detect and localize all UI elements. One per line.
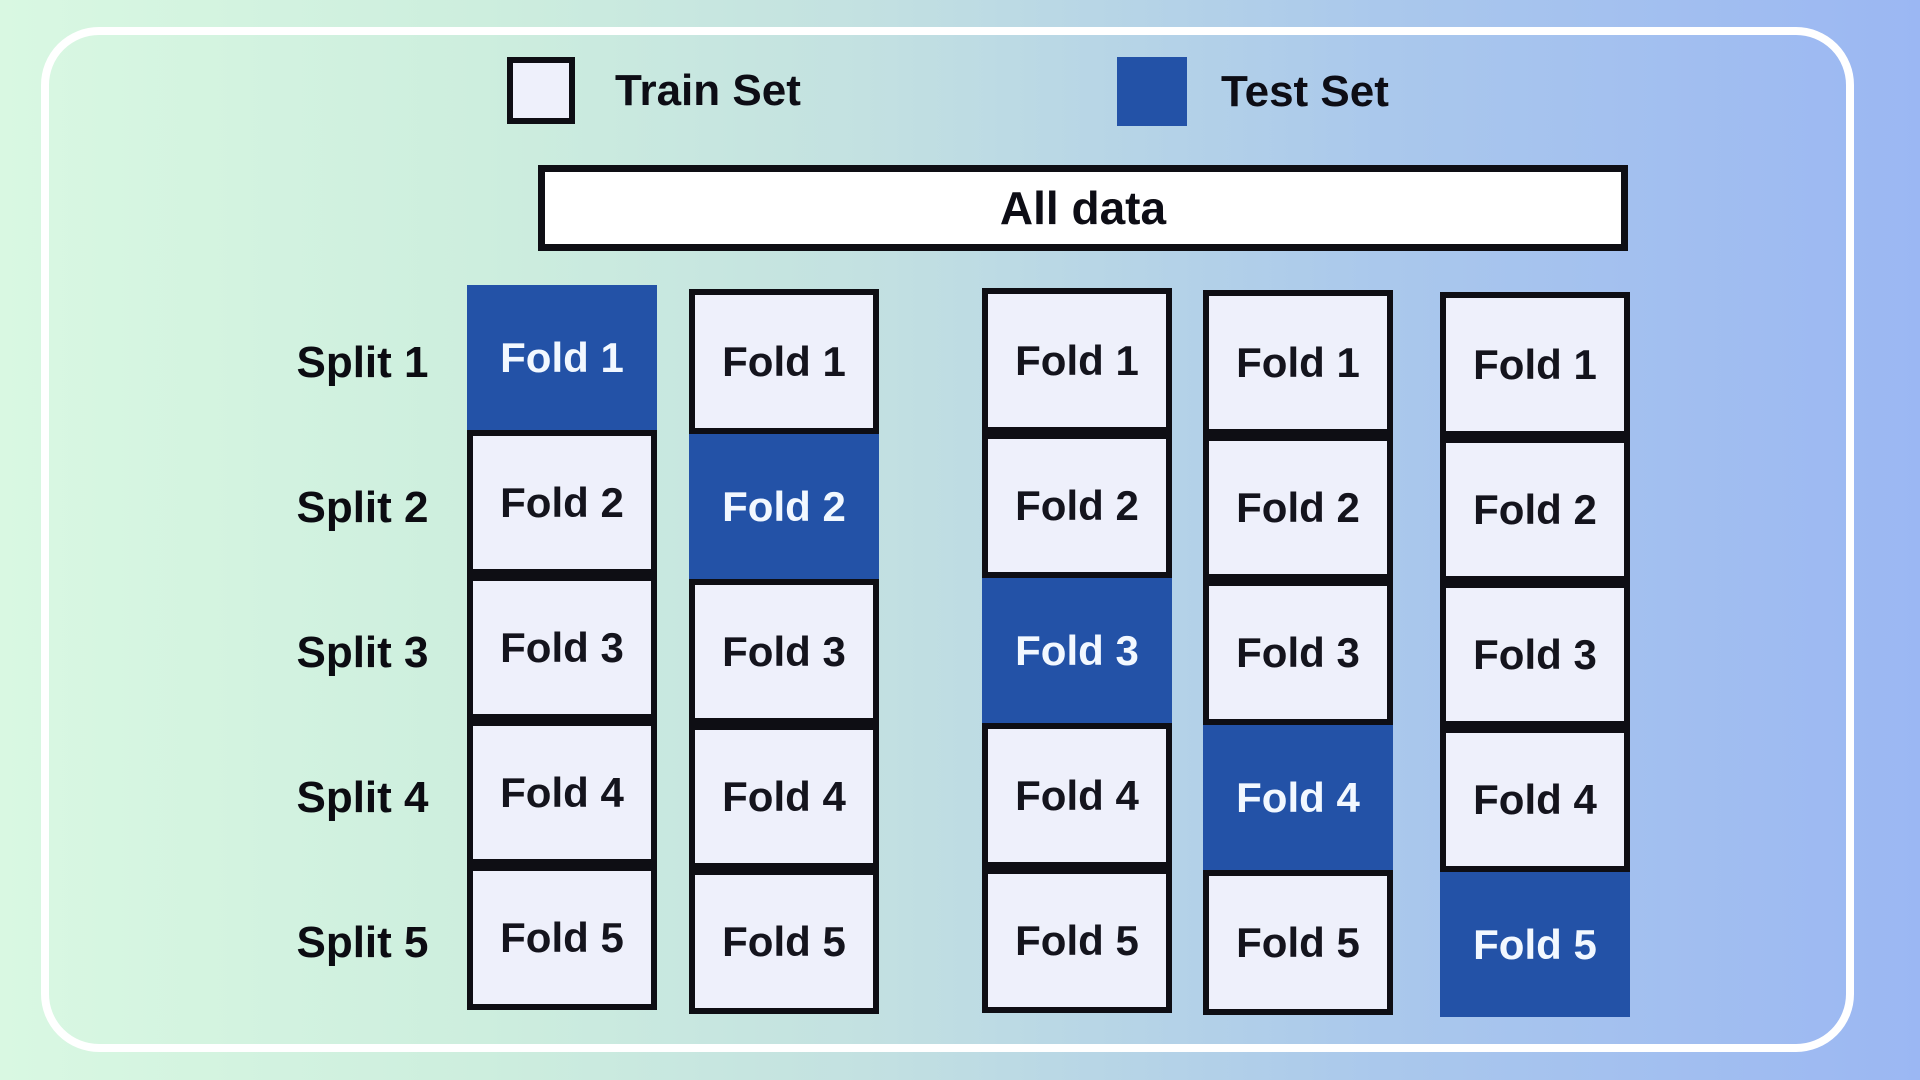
fold-cell-col1-row1-test: Fold 1 [467, 285, 657, 430]
fold-column-4: Fold 1 Fold 2 Fold 3 Fold 4 Fold 5 [1203, 290, 1393, 1015]
fold-cell-col4-row2-train: Fold 2 [1203, 435, 1393, 580]
fold-cell-label: Fold 3 [722, 627, 846, 675]
legend-item-test: Test Set [1117, 57, 1389, 126]
fold-cell-label: Fold 5 [500, 913, 624, 961]
fold-cell-label: Fold 4 [1473, 775, 1597, 823]
fold-cell-label: Fold 1 [1473, 340, 1597, 388]
fold-cell-label: Fold 1 [500, 333, 624, 381]
all-data-bar: All data [538, 165, 1628, 251]
fold-cell-col5-row2-train: Fold 2 [1440, 437, 1630, 582]
fold-column-1: Fold 1 Fold 2 Fold 3 Fold 4 Fold 5 [467, 285, 657, 1010]
fold-cell-label: Fold 2 [1473, 485, 1597, 533]
fold-cell-label: Fold 5 [1473, 920, 1597, 968]
fold-cell-label: Fold 1 [1015, 336, 1139, 384]
fold-cell-col1-row4-train: Fold 4 [467, 720, 657, 865]
fold-cell-col3-row3-test: Fold 3 [982, 578, 1172, 723]
fold-cell-label: Fold 2 [1236, 483, 1360, 531]
split-label-1: Split 1 [296, 337, 429, 387]
fold-cell-label: Fold 5 [1236, 918, 1360, 966]
split-label-2: Split 2 [296, 482, 429, 532]
fold-cell-col2-row3-train: Fold 3 [689, 579, 879, 724]
fold-cell-label: Fold 5 [722, 917, 846, 965]
fold-cell-col1-row3-train: Fold 3 [467, 575, 657, 720]
split-label-4: Split 4 [296, 772, 429, 822]
fold-cell-label: Fold 3 [500, 623, 624, 671]
fold-cell-label: Fold 3 [1236, 628, 1360, 676]
fold-cell-label: Fold 5 [1015, 916, 1139, 964]
fold-cell-label: Fold 3 [1015, 626, 1139, 674]
fold-cell-label: Fold 4 [1236, 773, 1360, 821]
fold-cell-col5-row4-train: Fold 4 [1440, 727, 1630, 872]
fold-cell-col3-row4-train: Fold 4 [982, 723, 1172, 868]
fold-cell-col3-row1-train: Fold 1 [982, 288, 1172, 433]
fold-cell-col1-row2-train: Fold 2 [467, 430, 657, 575]
fold-cell-label: Fold 1 [722, 337, 846, 385]
fold-cell-col5-row1-train: Fold 1 [1440, 292, 1630, 437]
fold-cell-col3-row5-train: Fold 5 [982, 868, 1172, 1013]
fold-cell-col4-row3-train: Fold 3 [1203, 580, 1393, 725]
split-label-5: Split 5 [296, 917, 429, 967]
test-set-label: Test Set [1221, 66, 1389, 116]
fold-cell-col2-row5-train: Fold 5 [689, 869, 879, 1014]
fold-cell-label: Fold 2 [500, 478, 624, 526]
split-label-3: Split 3 [296, 627, 429, 677]
fold-cell-label: Fold 2 [722, 482, 846, 530]
fold-cell-col5-row5-test: Fold 5 [1440, 872, 1630, 1017]
fold-cell-col4-row5-train: Fold 5 [1203, 870, 1393, 1015]
fold-cell-col5-row3-train: Fold 3 [1440, 582, 1630, 727]
fold-cell-col4-row1-train: Fold 1 [1203, 290, 1393, 435]
fold-cell-label: Fold 4 [500, 768, 624, 816]
fold-cell-col1-row5-train: Fold 5 [467, 865, 657, 1010]
fold-cell-col2-row1-train: Fold 1 [689, 289, 879, 434]
fold-column-3: Fold 1 Fold 2 Fold 3 Fold 4 Fold 5 [982, 288, 1172, 1013]
fold-cell-label: Fold 4 [722, 772, 846, 820]
train-set-swatch [507, 57, 575, 124]
train-set-label: Train Set [615, 65, 801, 115]
fold-cell-col2-row2-test: Fold 2 [689, 434, 879, 579]
fold-cell-label: Fold 4 [1015, 771, 1139, 819]
test-set-swatch [1117, 57, 1187, 126]
fold-cell-label: Fold 1 [1236, 338, 1360, 386]
fold-cell-col3-row2-train: Fold 2 [982, 433, 1172, 578]
fold-column-5: Fold 1 Fold 2 Fold 3 Fold 4 Fold 5 [1440, 292, 1630, 1017]
fold-column-2: Fold 1 Fold 2 Fold 3 Fold 4 Fold 5 [689, 289, 879, 1014]
all-data-label: All data [999, 182, 1167, 234]
fold-cell-label: Fold 3 [1473, 630, 1597, 678]
fold-cell-col4-row4-test: Fold 4 [1203, 725, 1393, 870]
fold-cell-col2-row4-train: Fold 4 [689, 724, 879, 869]
legend-item-train: Train Set [507, 57, 801, 124]
fold-cell-label: Fold 2 [1015, 481, 1139, 529]
